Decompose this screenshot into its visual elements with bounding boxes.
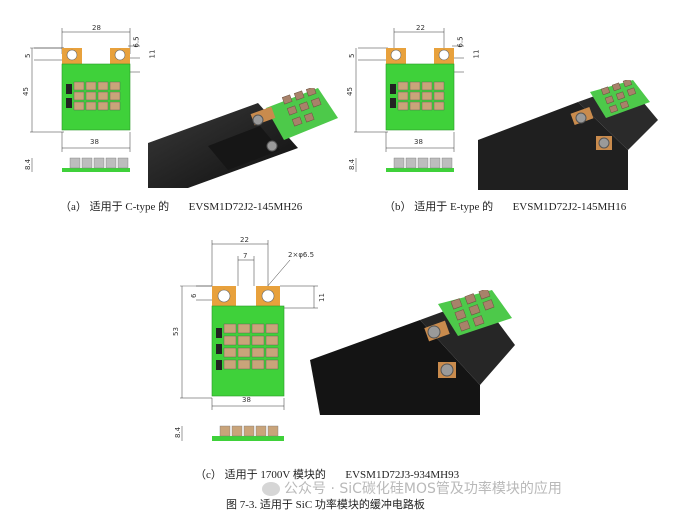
- panel-c-drawing: 22 7 2×φ6.5 6 53 11: [172, 236, 326, 441]
- panel-c-photo: [310, 290, 515, 415]
- caption-a-part: EVSM1D72J2-145MH26: [188, 201, 303, 213]
- caption-c-part: EVSM1D72J3-934MH93: [345, 469, 460, 481]
- component-grid: [66, 81, 121, 111]
- wechat-icon: [262, 482, 280, 496]
- side-pcb: [212, 436, 284, 441]
- dim-tab-right2: 11: [148, 49, 157, 59]
- dim-bottom-width: 38: [242, 396, 251, 404]
- dim-height: 53: [172, 327, 180, 336]
- dim-bottom-width: 38: [414, 138, 423, 146]
- panel-b-drawing: 22 5 45 38 8.4: [346, 24, 464, 172]
- dim-hole-note: 2×φ6.5: [288, 251, 314, 259]
- side-pcb: [62, 168, 130, 172]
- caption-a-prefix: （a）: [60, 201, 87, 213]
- caption-b: （b） 适用于 E-type 的 EVSM1D72J2-145MH16: [384, 198, 626, 214]
- dim-inner-width: 7: [243, 252, 247, 260]
- dim-thickness: 8.4: [348, 158, 356, 170]
- dim-top-width: 28: [92, 24, 101, 32]
- caption-a: （a） 适用于 C-type 的 EVSM1D72J2-145MH26: [60, 198, 302, 214]
- panel-a-drawing: 28 5 45 38 8.4: [22, 24, 140, 172]
- dim-tab-right: 6.5: [132, 36, 141, 48]
- caption-b-part: EVSM1D72J2-145MH16: [512, 201, 627, 213]
- dim-thickness: 8.4: [174, 426, 182, 438]
- side-pcb: [386, 168, 454, 172]
- dim-tab-right: 6.5: [456, 36, 465, 48]
- panel-b-photo: [478, 80, 658, 190]
- panel-a-photo: [148, 88, 338, 188]
- caption-c-prefix: （c）: [195, 469, 222, 481]
- component-grid: [390, 81, 445, 111]
- dim-height: 45: [22, 87, 30, 96]
- dim-top-width: 22: [240, 236, 249, 244]
- caption-c-text: 适用于 1700V 模块的: [224, 469, 326, 481]
- dim-tab-left: 5: [348, 54, 356, 58]
- figure-caption: 图 7-3. 适用于 SiC 功率模块的缓冲电路板: [226, 499, 425, 511]
- caption-b-prefix: （b）: [384, 201, 412, 213]
- watermark: 公众号 · SiC碳化硅MOS管及功率模块的应用: [262, 478, 562, 498]
- watermark-text: 公众号 · SiC碳化硅MOS管及功率模块的应用: [284, 481, 562, 497]
- dim-tab-right2: 11: [318, 293, 326, 302]
- caption-a-text: 适用于 C-type 的: [89, 201, 170, 213]
- caption-b-text: 适用于 E-type 的: [414, 201, 494, 213]
- dim-bottom-width: 38: [90, 138, 99, 146]
- dim-thickness: 8.4: [24, 158, 32, 170]
- dim-tab-left: 5: [24, 54, 32, 58]
- caption-c: （c） 适用于 1700V 模块的 EVSM1D72J3-934MH93: [195, 466, 459, 482]
- component-grid: [216, 323, 279, 370]
- dim-tab-left: 6: [190, 293, 198, 298]
- dim-tab-right2: 11: [472, 49, 481, 59]
- dim-height: 45: [346, 87, 354, 96]
- dim-top-width: 22: [416, 24, 425, 32]
